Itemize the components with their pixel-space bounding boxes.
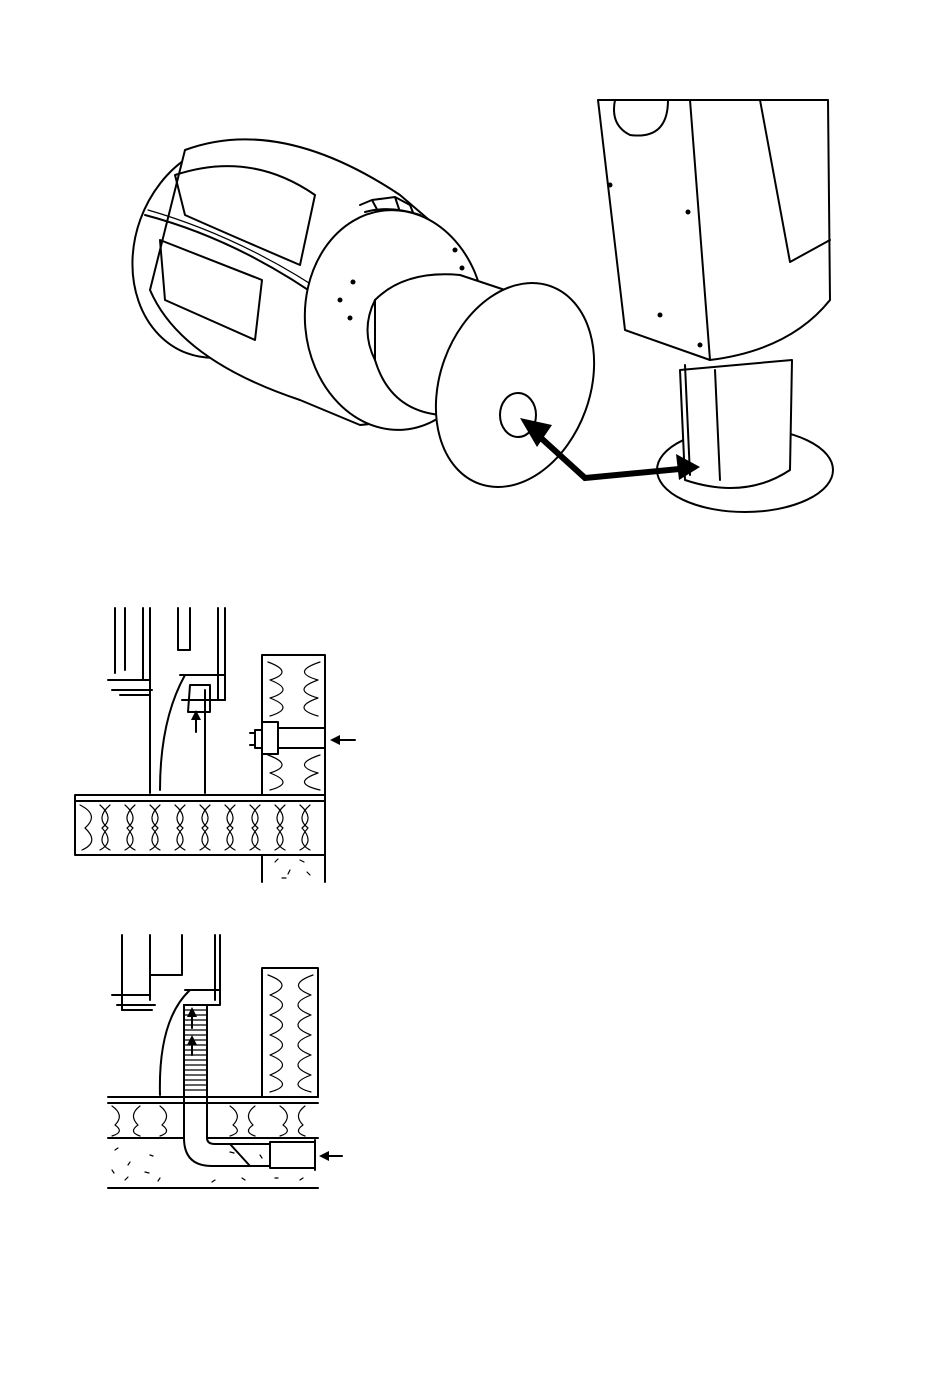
foundation [262, 855, 325, 882]
stove-casing [108, 608, 225, 793]
floor-insulation [75, 795, 325, 855]
floor-inlet-pipe [184, 1097, 342, 1170]
wall-insulation [262, 655, 325, 795]
wall-insulation [262, 968, 318, 1097]
floor-inlet-section [100, 930, 360, 1195]
floor-insulation [108, 1097, 318, 1138]
stove-pedestal [598, 100, 833, 512]
stove-exploded-view [0, 0, 950, 540]
flexible-duct [184, 1005, 207, 1097]
wall-inlet-section [60, 600, 370, 890]
